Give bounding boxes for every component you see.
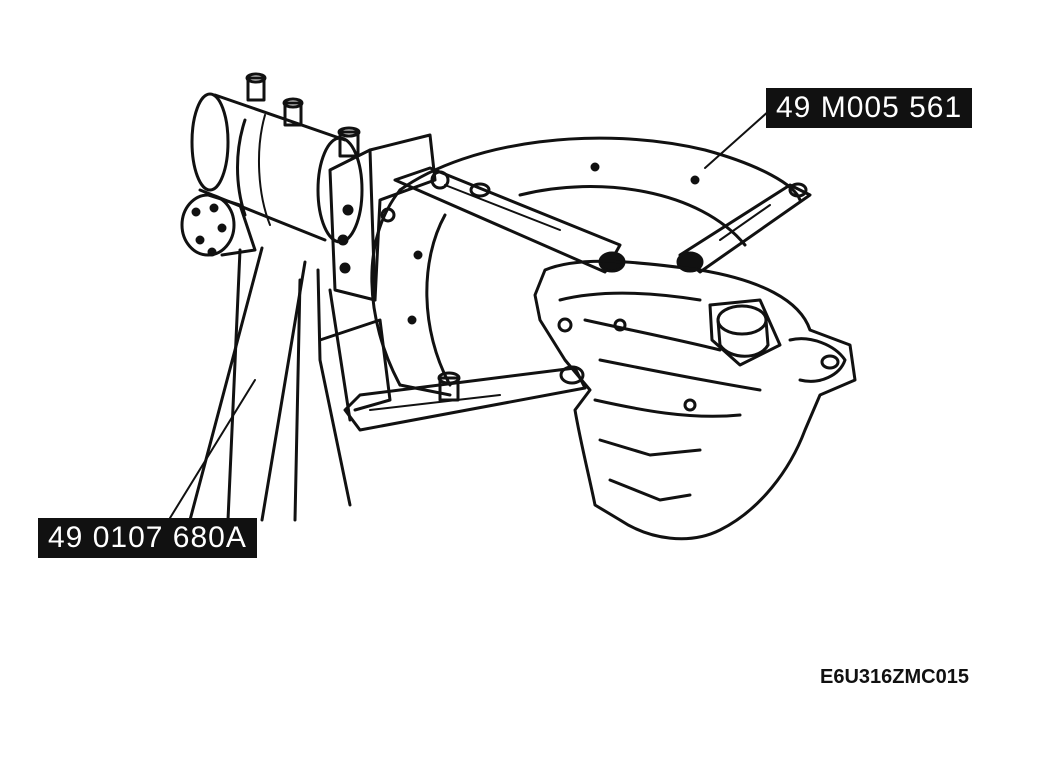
- leader-line-attachment: [704, 109, 771, 169]
- attachment-arms: [343, 166, 812, 432]
- stand-head-cylinder: [180, 92, 364, 257]
- part-number-label-attachment: 49 M005 561: [766, 88, 973, 128]
- figure-code: E6U316ZMC015: [820, 666, 969, 688]
- leader-lines: [169, 109, 771, 519]
- transaxle-housing: [533, 259, 857, 541]
- mounting-bracket: [318, 133, 437, 412]
- engine-stand: [188, 246, 352, 522]
- leader-line-stand: [169, 379, 256, 519]
- part-number-label-stand: 49 0107 680A: [38, 518, 257, 558]
- adapter-plate: [370, 136, 802, 397]
- cylinder-knobs: [245, 72, 361, 158]
